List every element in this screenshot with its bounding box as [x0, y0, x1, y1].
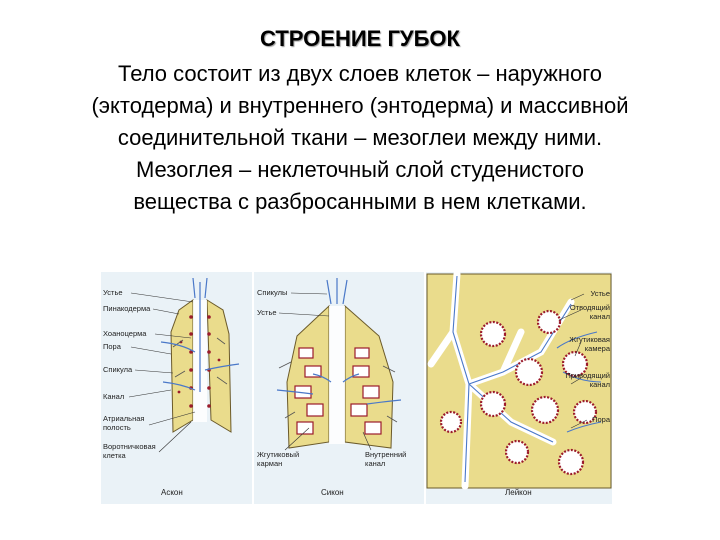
ascon-caption: Аскон — [161, 488, 183, 497]
ascon-label-cavity: полость — [103, 423, 131, 432]
ascon-drawing — [128, 277, 240, 453]
paragraph-line: Тело состоит из двух слоев клеток – нару… — [117, 61, 603, 86]
ascon-label-collar: Воротничковая — [103, 442, 156, 451]
paragraph-line: Мезоглея – неклеточный слой студенистого — [135, 157, 585, 182]
paragraph-line: вещества с разбросанными в нем клетками. — [133, 189, 587, 214]
leucon-drawing — [426, 272, 612, 490]
leucon-label-excurrent: Отводящий — [569, 303, 610, 312]
ascon-label-cell: клетка — [103, 451, 126, 460]
sycon-label-osculum: Устье — [257, 308, 277, 317]
sycon-label-spicules: Спикулы — [257, 288, 288, 297]
sycon-caption: Сикон — [321, 488, 344, 497]
leucon-label-incurrent: Приводящий — [565, 371, 610, 380]
sponge-diagram-svg — [128, 272, 612, 504]
leucon-label-chamber: камера — [584, 344, 610, 353]
description-paragraph: Тело состоит из двух слоев клеток – нару… — [10, 58, 710, 218]
leucon-label-excurrent-canal: канал — [589, 312, 610, 321]
sycon-drawing — [276, 278, 402, 451]
ascon-label-pinacoderm: Пинакодерма — [103, 304, 151, 313]
page-title: СТРОЕНИЕ ГУБОК — [260, 26, 460, 51]
leucon-label-flagellated: Жгутиковая — [569, 335, 610, 344]
ascon-label-spicule: Спикула — [103, 365, 133, 374]
paragraph-line: соединительной ткани – мезоглеи между ни… — [117, 125, 603, 150]
paragraph-line: (эктодерма) и внутреннего (энтодерма) и … — [91, 93, 629, 118]
sycon-label-pocket: карман — [257, 459, 283, 468]
leucon-label-incurrent-canal: канал — [589, 380, 610, 389]
ascon-label-pore: Пора — [103, 342, 121, 351]
sycon-label-inner: Внутренний — [365, 450, 407, 459]
leucon-caption: Лейкон — [505, 488, 532, 497]
sycon-label-flagellated: Жгутиковый — [257, 450, 300, 459]
ascon-label-choanoderm: Хоаноцерма — [103, 329, 147, 338]
leucon-label-osculum: Устье — [590, 289, 610, 298]
ascon-label-canal: Канал — [103, 392, 125, 401]
sycon-label-canal: канал — [365, 459, 386, 468]
ascon-label-atrial: Атриальная — [103, 414, 145, 423]
sponge-structure-figure: Устье Пинакодерма Хоаноцерма Пора Спикул… — [101, 272, 612, 504]
leucon-label-pore: Пора — [592, 415, 610, 424]
ascon-label-osculum: Устье — [103, 288, 123, 297]
